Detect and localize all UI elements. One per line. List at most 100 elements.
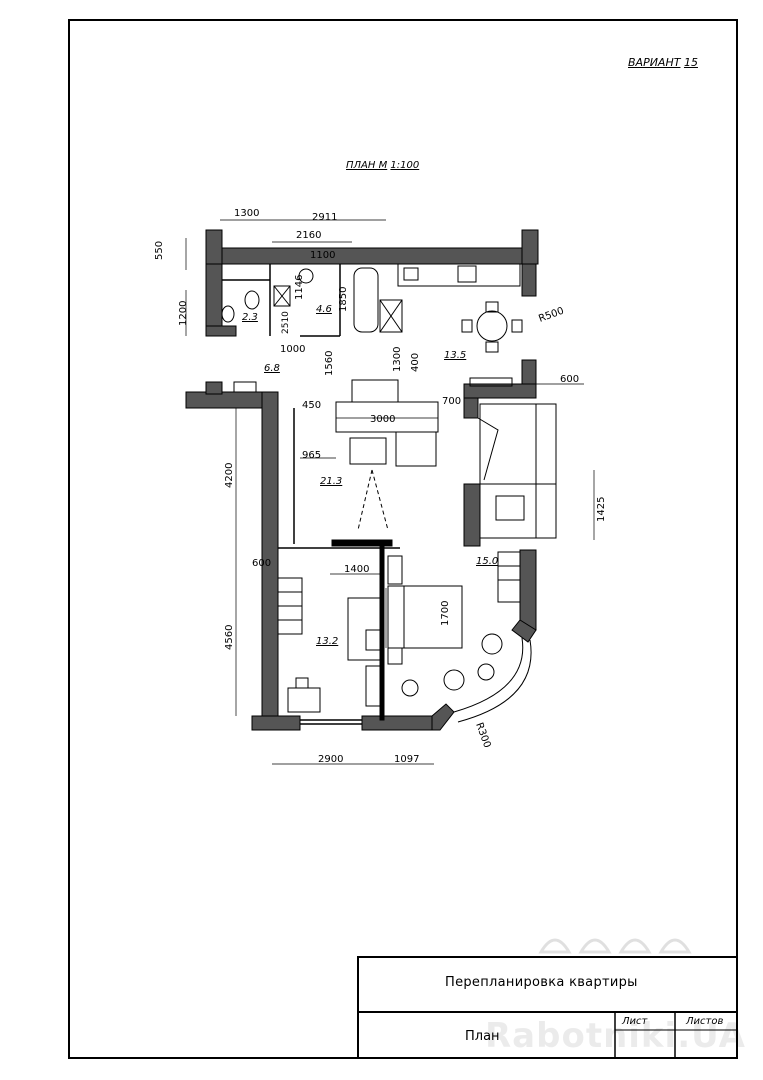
washbasin	[298, 268, 314, 284]
dim-top-2: 2911	[312, 212, 337, 223]
dim-inner-1300: 1300	[392, 347, 403, 372]
shelf-left	[365, 665, 381, 707]
loggia-outline	[479, 403, 557, 539]
tv-stand	[331, 539, 393, 547]
bed-headboard	[387, 585, 405, 649]
area-living: 21.3	[320, 476, 342, 487]
watermark: Rabotniki.UA	[485, 1016, 746, 1056]
dim-inner-1560: 1560	[324, 351, 335, 376]
wall-bottom-mid	[361, 715, 433, 731]
sofa-corner	[395, 431, 437, 467]
sofa-back	[351, 379, 399, 403]
walls	[185, 229, 539, 731]
kitchen-sink	[403, 267, 419, 281]
dim-left-4: 4560	[224, 625, 235, 650]
nightstand-bottom	[387, 647, 403, 665]
helmet-icon	[538, 938, 572, 954]
wardrobe-right	[497, 551, 521, 603]
kitchen-counter	[397, 263, 521, 287]
sink-small	[221, 305, 235, 323]
bay-arc-inner	[453, 637, 524, 713]
loggia	[477, 403, 557, 539]
dim-radius-500: R500	[537, 306, 565, 325]
desk-left	[287, 687, 321, 713]
area-kitchen: 13.5	[444, 350, 466, 361]
area-bedroom-right: 15.0	[476, 556, 498, 567]
dim-inner-600: 600	[252, 558, 271, 569]
dim-inner-1400: 1400	[344, 564, 369, 575]
dim-left-3: 4200	[224, 463, 235, 488]
watermark-icons	[538, 938, 692, 954]
dim-left-1: 550	[154, 241, 165, 260]
wall-bath-left	[205, 263, 223, 337]
col-listov: Листов	[686, 1016, 724, 1027]
dim-top-3: 2160	[296, 230, 321, 241]
armchair-1	[481, 633, 503, 655]
dim-left-2: 1200	[178, 301, 189, 326]
round-table	[443, 669, 465, 691]
dim-bottom-2: 1097	[394, 754, 419, 765]
variant-number: 15	[683, 56, 698, 69]
wall-top	[205, 247, 523, 265]
bed-left	[347, 597, 381, 661]
bay-window	[453, 637, 532, 723]
dim-inner-965: 965	[302, 450, 321, 461]
wall-loggia-top	[463, 383, 537, 399]
area-bath: 4.6	[316, 304, 332, 315]
dim-inner-3000: 3000	[370, 414, 395, 425]
wall-loggia-stub	[463, 397, 479, 419]
dim-inner-1425: 1425	[596, 497, 607, 522]
dim-inner-2510: 2510	[281, 311, 291, 334]
wall-loggia-bottom	[463, 483, 481, 547]
area-bedroom-left: 13.2	[316, 636, 338, 647]
wall-right-mid	[521, 359, 537, 385]
sheet-frame	[68, 19, 738, 1059]
dim-inner-1700: 1700	[440, 601, 451, 626]
plan-scale: 1:100	[390, 160, 420, 171]
partition-bedrooms	[379, 544, 385, 721]
dim-inner-600b: 600	[560, 374, 579, 385]
wall-top-right-stub	[521, 229, 539, 265]
area-wc: 2.3	[242, 312, 258, 323]
loggia-desk	[495, 495, 525, 521]
dim-top-1: 1300	[234, 208, 259, 219]
chair-right	[401, 679, 419, 697]
bed-right	[403, 585, 463, 649]
wall-top-left-stub	[205, 229, 223, 265]
bath-cabinet	[379, 299, 403, 333]
title-block-grid	[357, 1011, 738, 1059]
door-swing-loggia	[477, 417, 499, 481]
room-areas: 2.3 4.6 6.8 13.5 21.3 15.0 13.2	[242, 304, 498, 647]
wall-bottom-left	[251, 715, 301, 731]
coffee-table	[349, 437, 387, 465]
helmet-icon	[658, 938, 692, 954]
bath-box	[273, 285, 291, 307]
bathtub	[353, 267, 379, 333]
variant-text: ВАРИАНТ	[628, 56, 681, 69]
col-list: Лист	[622, 1016, 648, 1027]
dim-bottom-1: 2900	[318, 754, 343, 765]
sheet-name: План	[465, 1029, 500, 1044]
radiator-kitchen	[469, 377, 513, 387]
plan-title-text: ПЛАН М	[346, 160, 388, 171]
wall-right-upper	[521, 263, 537, 297]
helmet-icon	[578, 938, 612, 954]
dim-radius-300: R300	[473, 721, 492, 749]
wall-bay-top	[511, 619, 537, 643]
plan-title: ПЛАН М 1:100	[346, 160, 419, 171]
helmet-icon	[618, 938, 652, 954]
furniture	[221, 263, 523, 713]
dining-table	[476, 310, 508, 342]
area-hall: 6.8	[264, 363, 280, 374]
bay-arc-outer	[457, 639, 532, 723]
dimension-lines	[185, 219, 595, 765]
dim-inner-450: 450	[302, 400, 321, 411]
kitchen-stove	[457, 265, 477, 283]
wall-entrance-stub	[205, 381, 223, 395]
title-block	[357, 956, 738, 1059]
wall-bath-bottom	[205, 325, 237, 337]
dim-inner-400: 400	[410, 353, 421, 372]
variant-label: ВАРИАНТ 15	[628, 56, 698, 69]
